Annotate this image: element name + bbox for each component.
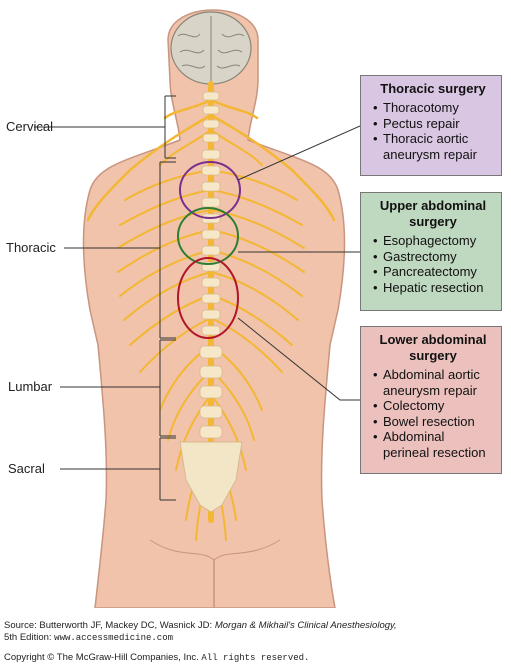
copyright-notice: Copyright © The McGraw-Hill Companies, I… (4, 652, 309, 664)
lower-abdominal-outline (177, 257, 239, 339)
label-lumbar: Lumbar (8, 379, 53, 394)
leader-lines (237, 125, 361, 401)
copyright-prefix: Copyright © The McGraw-Hill Companies, I… (4, 652, 202, 663)
list-item: Pectus repair (373, 116, 493, 132)
upper-abdominal-surgery-list: Esophagectomy Gastrectomy Pancreatectomy… (373, 233, 493, 295)
lower-abdominal-surgery-title: Lower abdominal surgery (379, 332, 487, 363)
source-url-link[interactable]: www.accessmedicine.com (54, 633, 173, 643)
lower-abdominal-surgery-box: Lower abdominal surgery Abdominal aortic… (360, 326, 502, 474)
source-citation: Source: Butterworth JF, Mackey DC, Wasni… (4, 620, 504, 644)
gluteal-curve (149, 539, 281, 561)
region-brackets (34, 95, 176, 501)
label-sacral: Sacral (8, 461, 45, 476)
upper-abdominal-surgery-box: Upper abdominal surgery Esophagectomy Ga… (360, 192, 502, 311)
thoracic-outline (179, 161, 241, 219)
lower-abdominal-surgery-list: Abdominal aortic aneurysm repair Colecto… (373, 367, 493, 460)
list-item: Colectomy (373, 398, 493, 414)
vertebrae (199, 91, 223, 439)
list-item: Bowel resection (373, 414, 493, 430)
upper-abdominal-surgery-title: Upper abdominal surgery (379, 198, 487, 229)
list-item: Gastrectomy (373, 249, 493, 265)
brain (170, 11, 252, 85)
source-book-title: Morgan & Mikhail's Clinical Anesthesiolo… (214, 620, 397, 631)
source-prefix: Source: Butterworth JF, Mackey DC, Wasni… (4, 620, 215, 631)
sacrum (179, 441, 243, 513)
source-edition: 5th Edition: (4, 632, 55, 643)
thoracic-surgery-box: Thoracic surgery Thoracotomy Pectus repa… (360, 75, 502, 176)
list-item: Thoracic aortic aneurysm repair (373, 131, 493, 162)
copyright-suffix: All rights reserved. (201, 653, 310, 663)
thoracic-surgery-list: Thoracotomy Pectus repair Thoracic aorti… (373, 100, 493, 162)
upper-abdominal-outline (177, 207, 239, 265)
anatomy-figure (34, 9, 361, 608)
list-item: Abdominal perineal resection (373, 429, 493, 460)
list-item: Thoracotomy (373, 100, 493, 116)
list-item: Pancreatectomy (373, 264, 493, 280)
list-item: Esophagectomy (373, 233, 493, 249)
label-cervical: Cervical (6, 119, 53, 134)
thoracic-surgery-title: Thoracic surgery (380, 81, 486, 96)
list-item: Abdominal aortic aneurysm repair (373, 367, 493, 398)
list-item: Hepatic resection (373, 280, 493, 296)
label-thoracic: Thoracic (6, 240, 56, 255)
